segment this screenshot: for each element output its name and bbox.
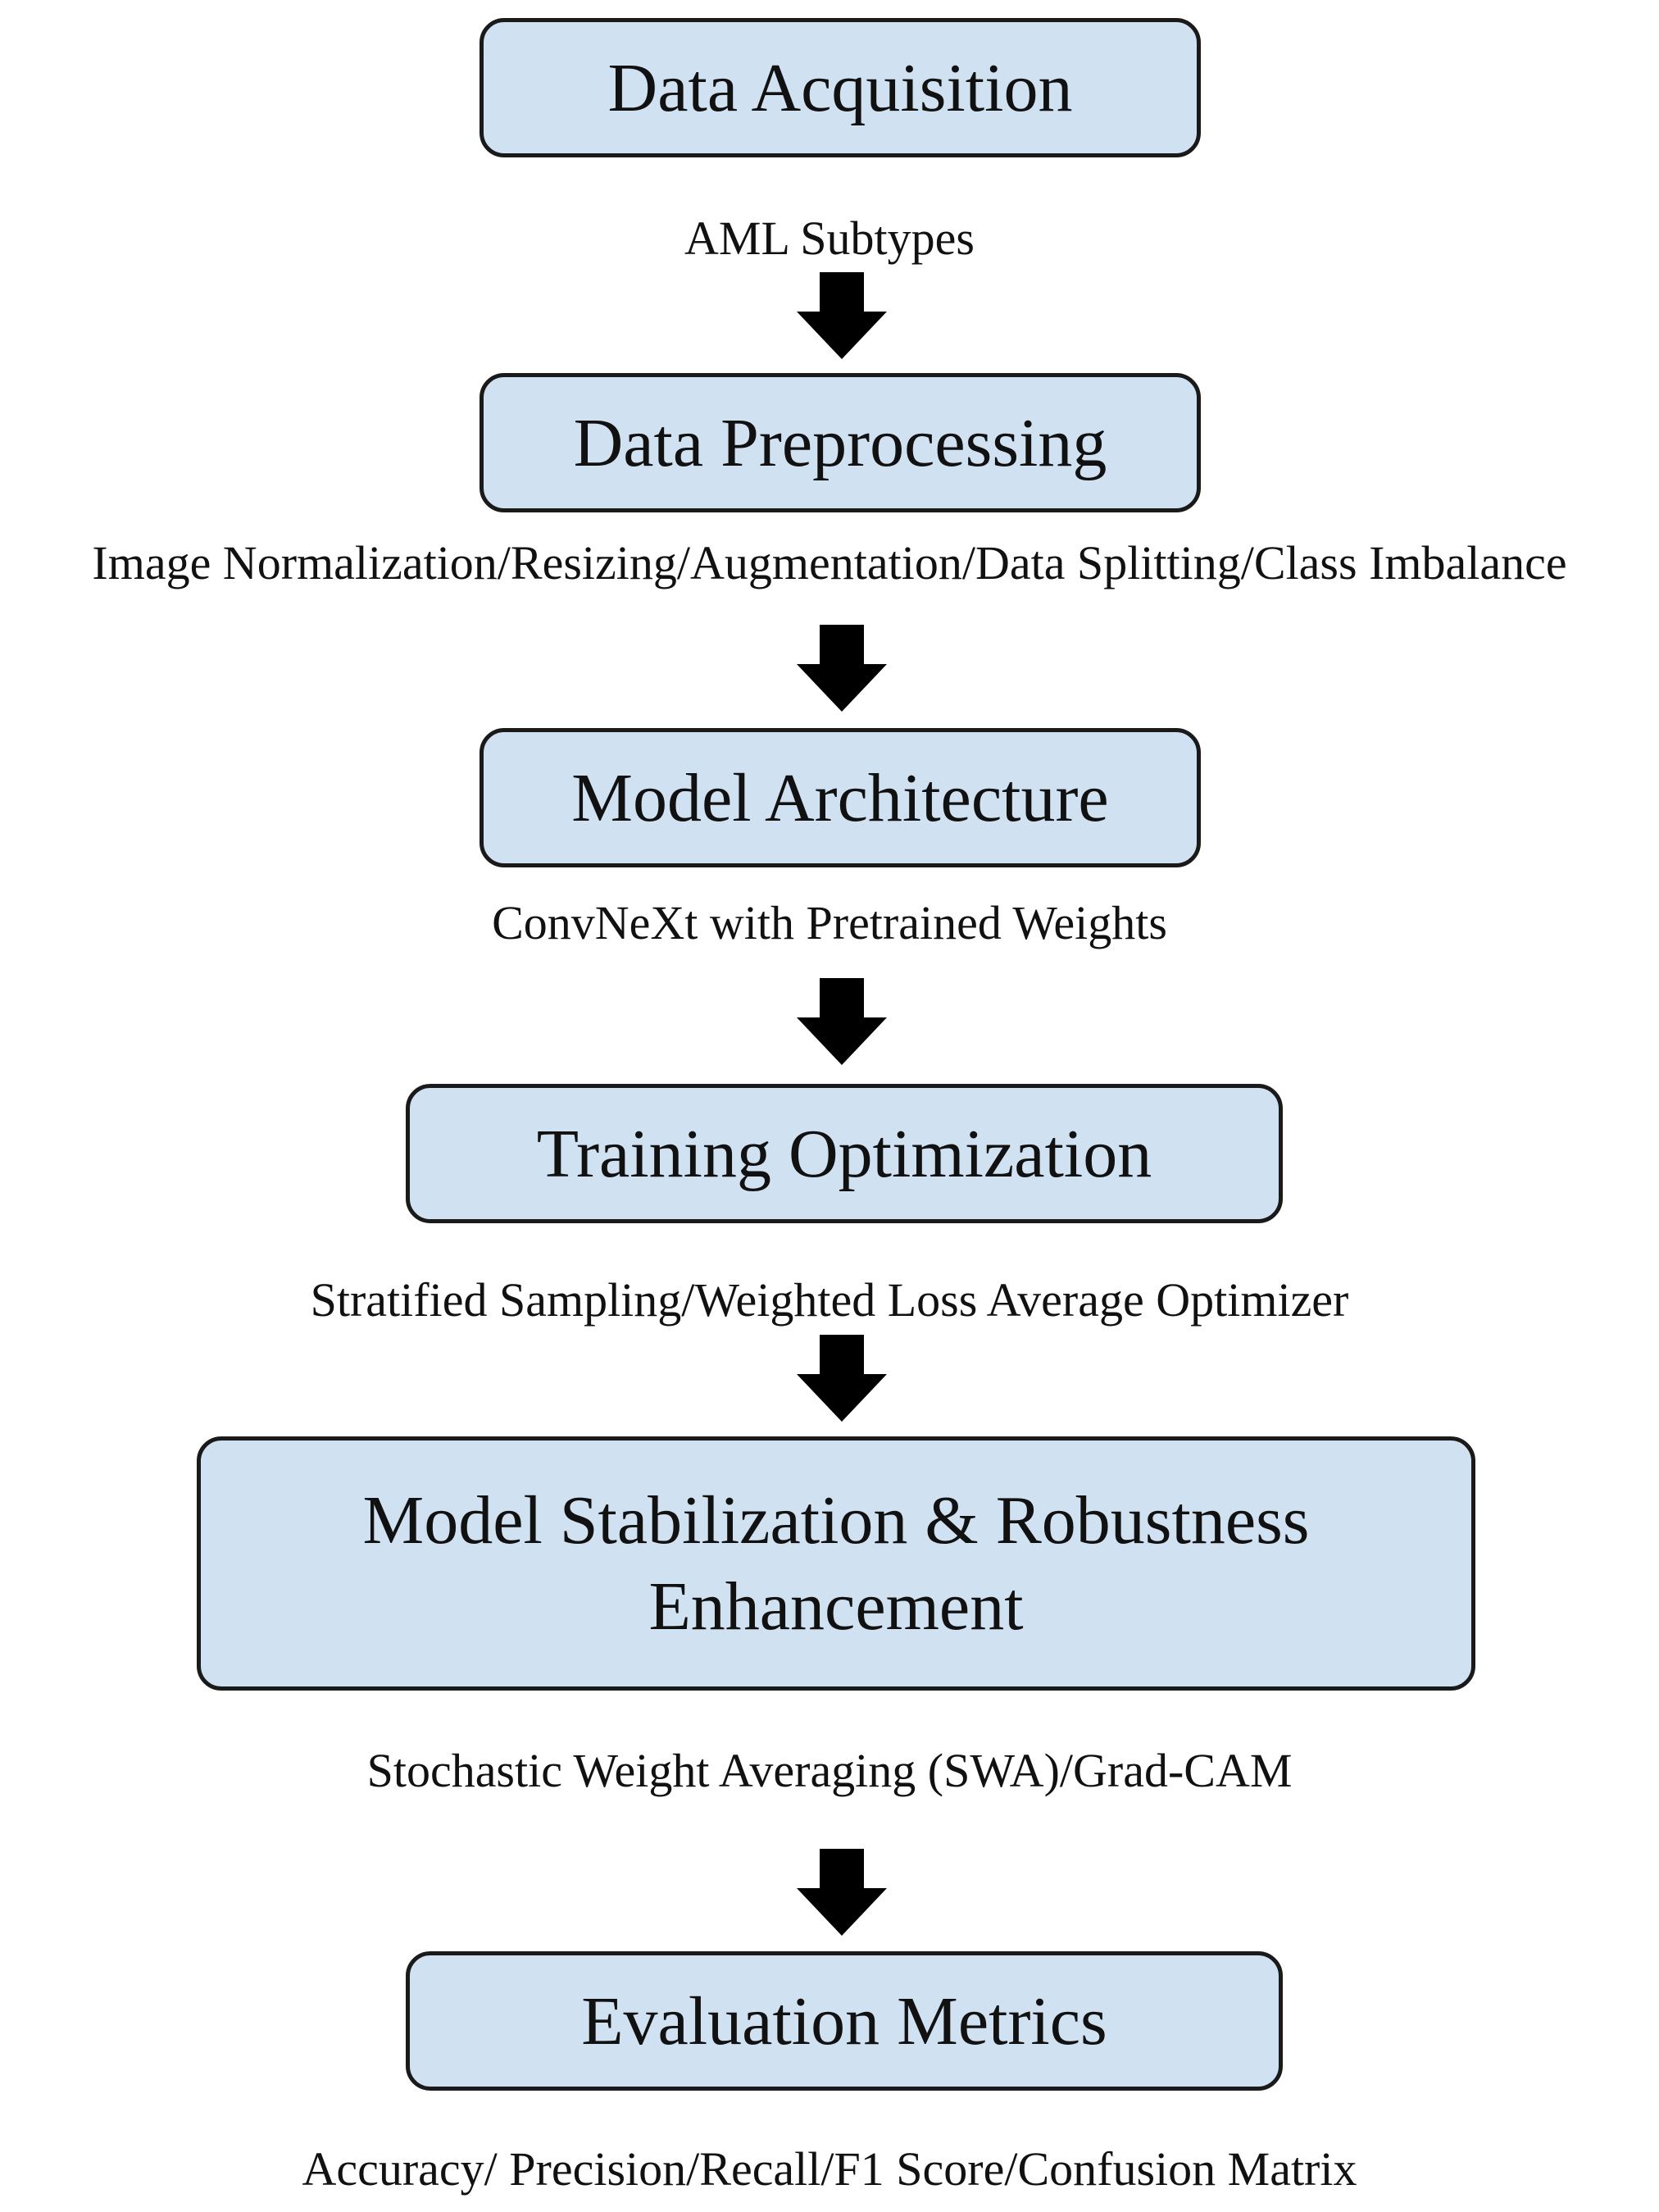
stage-title: Model Stabilization & Robustness Enhance… — [362, 1482, 1310, 1645]
stage-caption: Accuracy/ Precision/Recall/F1 Score/Conf… — [302, 2142, 1357, 2196]
down-arrow-icon — [797, 1849, 887, 1936]
stage-title: Training Optimization — [536, 1115, 1152, 1192]
stage-box-model-stabilization: Model Stabilization & Robustness Enhance… — [197, 1436, 1475, 1691]
stage-box-evaluation-metrics: Evaluation Metrics — [406, 1951, 1283, 2091]
stage-box-data-preprocessing: Data Preprocessing — [480, 373, 1201, 512]
stage-box-data-acquisition: Data Acquisition — [480, 18, 1201, 157]
stage-title: Model Architecture — [571, 759, 1109, 836]
stage-caption: Stratified Sampling/Weighted Loss Averag… — [310, 1273, 1349, 1327]
stage-box-training-optimization: Training Optimization — [406, 1084, 1283, 1223]
down-arrow-icon — [797, 272, 887, 359]
stage-title: Evaluation Metrics — [581, 1982, 1107, 2060]
stage-title: Data Preprocessing — [573, 404, 1107, 481]
stage-caption: ConvNeXt with Pretrained Weights — [492, 896, 1167, 949]
down-arrow-icon — [797, 625, 887, 712]
stage-caption: Image Normalization/Resizing/Augmentatio… — [92, 536, 1567, 589]
stage-caption: Stochastic Weight Averaging (SWA)/Grad-C… — [366, 1744, 1293, 1797]
stage-title: Data Acquisition — [607, 49, 1073, 126]
down-arrow-icon — [797, 1335, 887, 1422]
down-arrow-icon — [797, 978, 887, 1065]
stage-box-model-architecture: Model Architecture — [480, 728, 1201, 867]
stage-caption: AML Subtypes — [684, 212, 975, 265]
